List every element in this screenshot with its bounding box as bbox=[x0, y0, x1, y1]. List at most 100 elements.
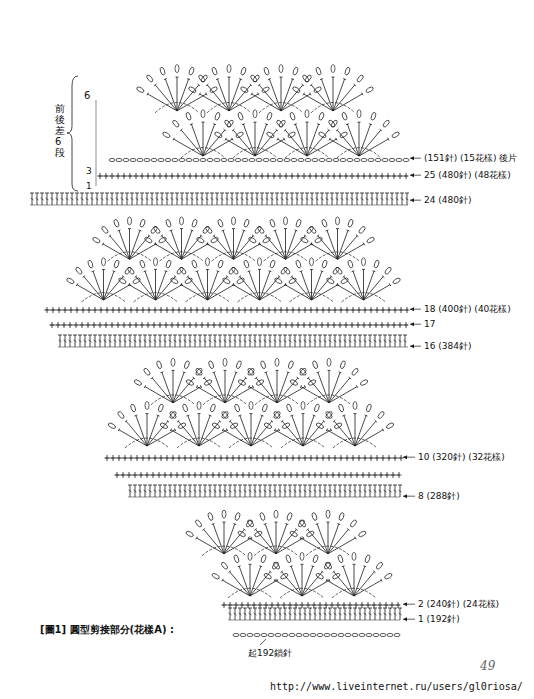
double-crochet bbox=[205, 335, 206, 347]
chain-stitch bbox=[235, 158, 241, 161]
single-crochet bbox=[110, 325, 115, 326]
double-crochet bbox=[216, 198, 219, 200]
chain-stitch bbox=[282, 633, 288, 636]
double-crochet bbox=[284, 613, 287, 615]
double-crochet bbox=[320, 485, 321, 497]
fan-stitch bbox=[102, 269, 105, 270]
picot-loop bbox=[299, 367, 307, 376]
picot-loop bbox=[360, 379, 369, 386]
double-crochet bbox=[389, 613, 392, 615]
double-crochet bbox=[35, 193, 39, 194]
double-crochet bbox=[178, 335, 182, 336]
double-crochet bbox=[249, 340, 252, 342]
double-crochet bbox=[293, 485, 297, 486]
double-crochet bbox=[128, 485, 132, 486]
double-crochet bbox=[106, 198, 109, 200]
single-crochet bbox=[74, 325, 79, 326]
fan-stitch bbox=[180, 228, 183, 229]
single-crochet bbox=[176, 325, 181, 326]
fan-stitch bbox=[389, 283, 391, 286]
double-crochet bbox=[258, 335, 262, 336]
fan-stitch bbox=[223, 430, 251, 446]
single-crochet bbox=[140, 325, 145, 326]
fan-stitch bbox=[104, 285, 131, 300]
row-line bbox=[105, 458, 402, 459]
double-crochet bbox=[269, 613, 272, 615]
double-crochet bbox=[116, 198, 119, 200]
picot-loop bbox=[107, 422, 116, 429]
single-crochet bbox=[345, 458, 350, 459]
single-crochet bbox=[189, 458, 194, 459]
double-crochet bbox=[305, 193, 309, 194]
fan-stitch bbox=[303, 416, 314, 446]
fan-stitch bbox=[177, 79, 189, 111]
double-crochet bbox=[357, 193, 358, 205]
chain-stitch bbox=[347, 158, 353, 161]
single-crochet bbox=[276, 605, 281, 606]
double-crochet bbox=[272, 193, 273, 205]
single-crochet bbox=[319, 475, 324, 476]
single-crochet bbox=[117, 458, 122, 459]
chain-stitch bbox=[254, 633, 260, 636]
fan-stitch bbox=[217, 271, 220, 272]
fan-stitch bbox=[126, 421, 147, 446]
fan-stitch bbox=[276, 129, 278, 131]
double-crochet bbox=[319, 490, 322, 492]
single-crochet bbox=[152, 325, 157, 326]
fan-stitch bbox=[180, 129, 182, 131]
single-crochet bbox=[277, 475, 282, 476]
double-crochet bbox=[165, 193, 169, 194]
fan-stitch bbox=[320, 79, 323, 80]
double-crochet bbox=[212, 193, 213, 205]
double-crochet bbox=[89, 340, 92, 342]
double-crochet bbox=[303, 485, 307, 486]
double-crochet bbox=[91, 198, 94, 200]
double-crochet bbox=[243, 335, 247, 336]
double-crochet bbox=[170, 193, 174, 194]
double-crochet bbox=[58, 335, 62, 336]
fan-stitch bbox=[196, 271, 199, 272]
double-crochet bbox=[120, 193, 124, 194]
double-crochet bbox=[142, 193, 143, 205]
double-crochet bbox=[361, 198, 364, 200]
single-crochet bbox=[164, 176, 169, 177]
double-crochet bbox=[139, 490, 142, 492]
double-crochet bbox=[358, 335, 362, 336]
chain-stitch bbox=[221, 158, 227, 161]
single-crochet bbox=[367, 475, 372, 476]
double-crochet bbox=[202, 193, 203, 205]
double-crochet bbox=[144, 340, 147, 342]
picot-loop bbox=[338, 403, 344, 412]
chain-stitch bbox=[261, 633, 267, 636]
double-crochet bbox=[264, 340, 267, 342]
single-crochet bbox=[264, 605, 269, 606]
chain-stitch bbox=[228, 158, 234, 161]
fan-stitch bbox=[203, 139, 232, 156]
double-crochet bbox=[304, 340, 307, 342]
chain-stitch bbox=[340, 158, 346, 161]
double-crochet bbox=[76, 198, 79, 200]
chain-stitch bbox=[403, 158, 409, 161]
double-crochet bbox=[333, 608, 337, 609]
fan-stitch bbox=[278, 429, 280, 432]
fan-stitch bbox=[113, 271, 116, 272]
single-crochet bbox=[228, 605, 233, 606]
fan-stitch bbox=[83, 276, 85, 278]
double-crochet bbox=[250, 193, 254, 194]
double-crochet bbox=[234, 613, 237, 615]
single-crochet bbox=[267, 458, 272, 459]
fan-stitch bbox=[388, 138, 390, 141]
double-crochet bbox=[170, 335, 171, 347]
fan-stitch bbox=[333, 79, 345, 111]
fan-stitch bbox=[232, 138, 234, 141]
fan-stitch bbox=[292, 277, 312, 300]
double-crochet bbox=[350, 335, 351, 347]
double-crochet bbox=[383, 608, 387, 609]
picot-loop bbox=[373, 260, 379, 269]
fan-stitch bbox=[193, 377, 195, 379]
double-crochet bbox=[145, 485, 146, 497]
double-crochet bbox=[208, 485, 212, 486]
double-crochet bbox=[373, 608, 377, 609]
single-crochet bbox=[261, 458, 266, 459]
picot-loop bbox=[128, 217, 132, 225]
